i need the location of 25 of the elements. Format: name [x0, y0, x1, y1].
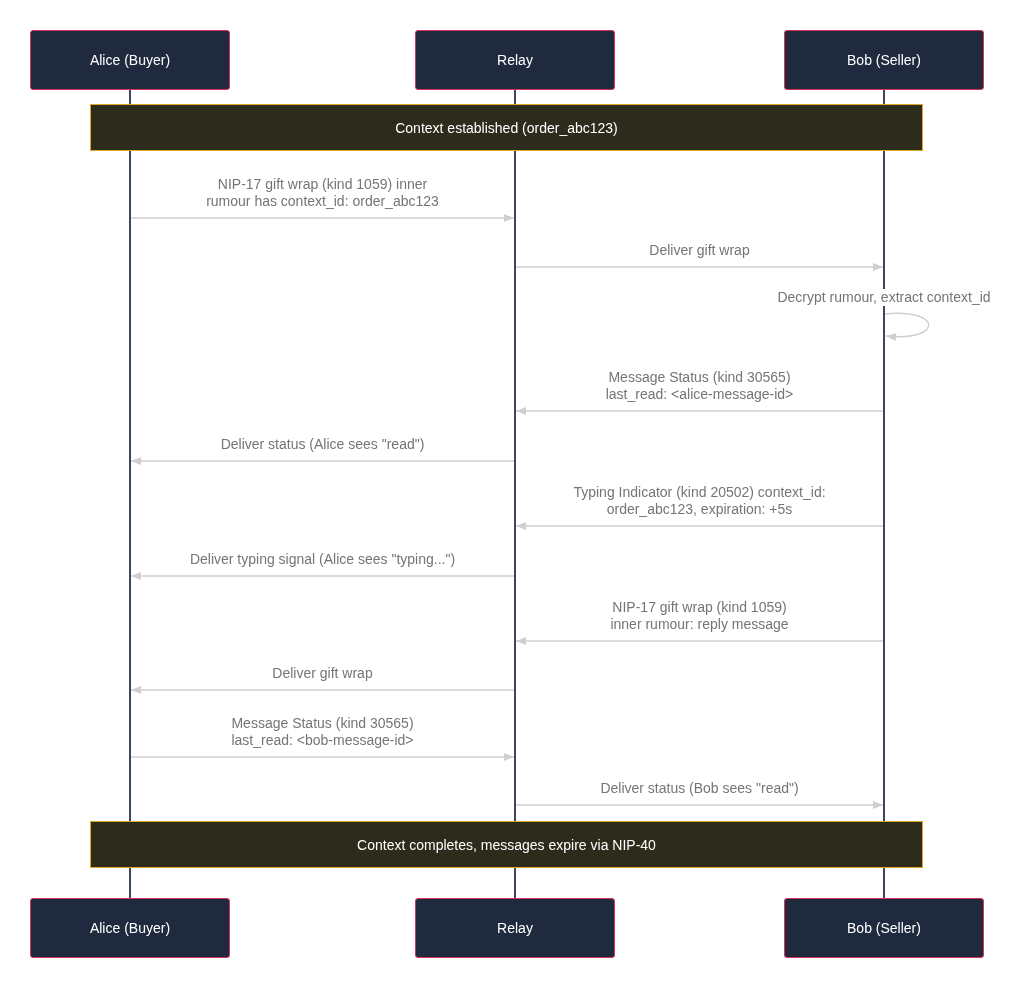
- message-arrow: [130, 572, 515, 580]
- message-arrow: [515, 407, 884, 415]
- participant-box: Relay: [415, 898, 615, 958]
- message-arrow: [130, 686, 515, 694]
- message-label: Deliver typing signal (Alice sees "typing..."): [189, 551, 456, 568]
- self-message-arrow: [884, 312, 930, 341]
- message-label: Deliver gift wrap: [649, 242, 750, 259]
- message-arrow: [515, 801, 884, 809]
- message-label: Decrypt rumour, extract context_id: [777, 289, 991, 306]
- participant-box: Bob (Seller): [784, 898, 984, 958]
- message-arrow: [130, 214, 515, 222]
- participant-box: Relay: [415, 30, 615, 90]
- note-box: Context established (order_abc123): [90, 104, 923, 151]
- participant-box: Alice (Buyer): [30, 898, 230, 958]
- message-arrow: [130, 457, 515, 465]
- message-arrow: [515, 522, 884, 530]
- note-box: Context completes, messages expire via NIP-40: [90, 821, 923, 868]
- participant-box: Alice (Buyer): [30, 30, 230, 90]
- message-arrow: [515, 637, 884, 645]
- message-label: Deliver status (Bob sees "read"): [600, 780, 799, 797]
- message-label: Deliver gift wrap: [272, 665, 373, 682]
- participant-box: Bob (Seller): [784, 30, 984, 90]
- message-arrow: [515, 263, 884, 271]
- message-arrow: [130, 753, 515, 761]
- message-label: Deliver status (Alice sees "read"): [220, 436, 425, 453]
